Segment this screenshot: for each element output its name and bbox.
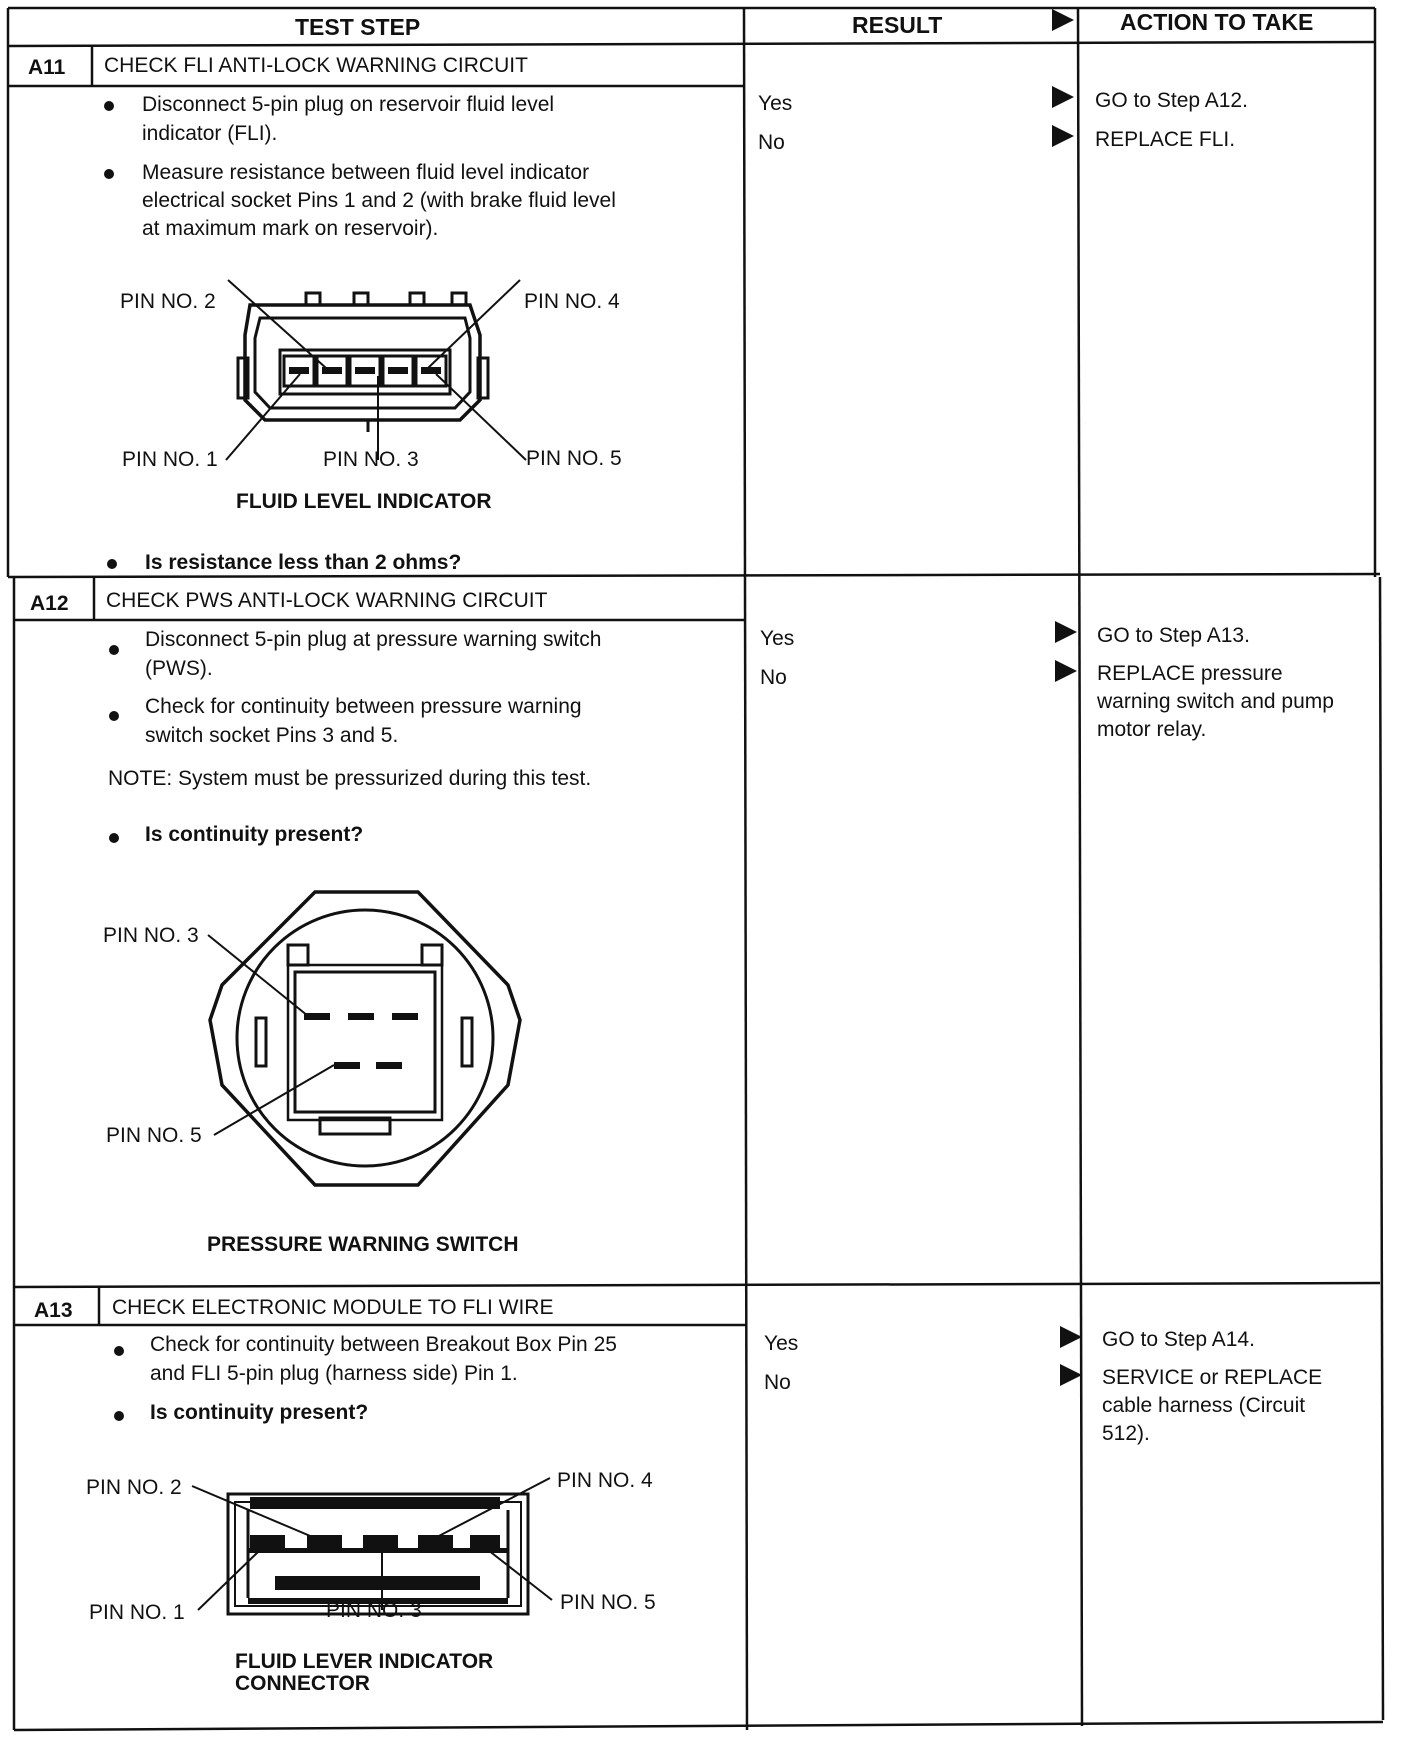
header-arrow-icon: [1052, 9, 1074, 31]
step-id-a13: A13: [34, 1299, 73, 1322]
a13-pin-label-2: PIN NO. 2: [86, 1476, 182, 1499]
a12-bullet-2-line-1: Check for continuity between pressure wa…: [145, 695, 582, 718]
header-test-step: TEST STEP: [295, 14, 421, 40]
a11-bullet-2-line-1: Measure resistance between fluid level i…: [142, 161, 590, 184]
a13-question: Is continuity present?: [150, 1401, 369, 1424]
a12-bullet-1-line-2: (PWS).: [145, 657, 213, 680]
a12-pin-label-5: PIN NO. 5: [106, 1124, 202, 1147]
a13-action-no-line-2: cable harness (Circuit: [1102, 1394, 1306, 1417]
arrow-icon: [1055, 621, 1077, 643]
a12-action-yes: GO to Step A13.: [1097, 624, 1250, 647]
a12-action-no-line-1: REPLACE pressure: [1097, 662, 1283, 685]
bullet-icon: [109, 711, 119, 721]
a11-bullet-1-line-1: Disconnect 5-pin plug on reservoir fluid…: [142, 93, 555, 116]
a11-action-no: REPLACE FLI.: [1095, 128, 1236, 151]
a12-result-yes: Yes: [760, 627, 795, 650]
a13-action-no-line-1: SERVICE or REPLACE: [1102, 1366, 1323, 1389]
a13-figure-caption-line-2: CONNECTOR: [235, 1672, 370, 1695]
a13-bullet-1-line-1: Check for continuity between Breakout Bo…: [150, 1333, 617, 1356]
step-id-a12: A12: [30, 592, 69, 615]
bullet-icon: [109, 645, 119, 655]
a11-pin-label-4: PIN NO. 4: [524, 290, 620, 313]
a11-bullet-2-line-3: at maximum mark on reservoir).: [142, 217, 439, 240]
a13-action-yes: GO to Step A14.: [1102, 1328, 1255, 1351]
arrow-icon: [1052, 125, 1074, 147]
fli-connector-diagram: [191, 1477, 553, 1616]
bullet-icon: [109, 833, 119, 843]
a12-figure-caption: PRESSURE WARNING SWITCH: [207, 1233, 519, 1256]
a12-bullet-1-line-1: Disconnect 5-pin plug at pressure warnin…: [145, 628, 602, 651]
a12-question: Is continuity present?: [145, 823, 364, 846]
bullet-icon: [104, 101, 114, 111]
a12-bullet-2-line-2: switch socket Pins 3 and 5.: [145, 724, 399, 747]
a11-pin-label-3: PIN NO. 3: [323, 448, 419, 471]
a12-action-no-line-2: warning switch and pump: [1097, 690, 1334, 713]
a11-result-yes: Yes: [758, 92, 793, 115]
arrow-icon: [1060, 1326, 1082, 1348]
a12-action-no-line-3: motor relay.: [1097, 718, 1207, 741]
step-id-a11: A11: [28, 56, 66, 79]
a12-pin-label-3: PIN NO. 3: [103, 924, 199, 947]
a11-figure-caption: FLUID LEVEL INDICATOR: [236, 490, 492, 513]
a13-action-no-line-3: 512).: [1102, 1422, 1150, 1445]
a11-bullet-2-line-2: electrical socket Pins 1 and 2 (with bra…: [142, 189, 616, 212]
a11-pin-label-1: PIN NO. 1: [122, 448, 218, 471]
a13-bullet-1-line-2: and FLI 5-pin plug (harness side) Pin 1.: [150, 1362, 518, 1385]
a11-pin-label-5: PIN NO. 5: [526, 447, 622, 470]
bullet-icon: [114, 1411, 124, 1421]
step-title-a11: CHECK FLI ANTI-LOCK WARNING CIRCUIT: [104, 54, 528, 77]
a11-pin-label-2: PIN NO. 2: [120, 290, 216, 313]
header-action: ACTION TO TAKE: [1120, 9, 1314, 35]
step-title-a13: CHECK ELECTRONIC MODULE TO FLI WIRE: [112, 1296, 554, 1319]
a11-question: Is resistance less than 2 ohms?: [145, 551, 462, 574]
a13-pin-label-4: PIN NO. 4: [557, 1469, 653, 1492]
arrow-icon: [1055, 660, 1077, 682]
pressure-warning-switch-diagram: [207, 890, 522, 1187]
a11-result-no: No: [758, 131, 785, 154]
a13-result-yes: Yes: [764, 1332, 799, 1355]
a11-action-yes: GO to Step A12.: [1095, 89, 1248, 112]
header-result: RESULT: [852, 12, 943, 38]
a13-pin-label-5: PIN NO. 5: [560, 1591, 656, 1614]
fluid-level-indicator-diagram: [225, 279, 527, 461]
a13-pin-label-1: PIN NO. 1: [89, 1601, 185, 1624]
arrow-icon: [1052, 86, 1074, 108]
a13-figure-caption-line-1: FLUID LEVER INDICATOR: [235, 1650, 494, 1673]
a12-result-no: No: [760, 666, 787, 689]
bullet-icon: [114, 1346, 124, 1356]
a13-result-no: No: [764, 1371, 791, 1394]
bullet-icon: [107, 559, 117, 569]
step-title-a12: CHECK PWS ANTI-LOCK WARNING CIRCUIT: [106, 589, 548, 612]
a11-bullet-1-line-2: indicator (FLI).: [142, 122, 278, 145]
bullet-icon: [104, 169, 114, 179]
a12-note: NOTE: System must be pressurized during …: [108, 767, 592, 790]
a13-pin-label-3: PIN NO. 3: [326, 1599, 422, 1622]
arrow-icon: [1060, 1364, 1082, 1386]
